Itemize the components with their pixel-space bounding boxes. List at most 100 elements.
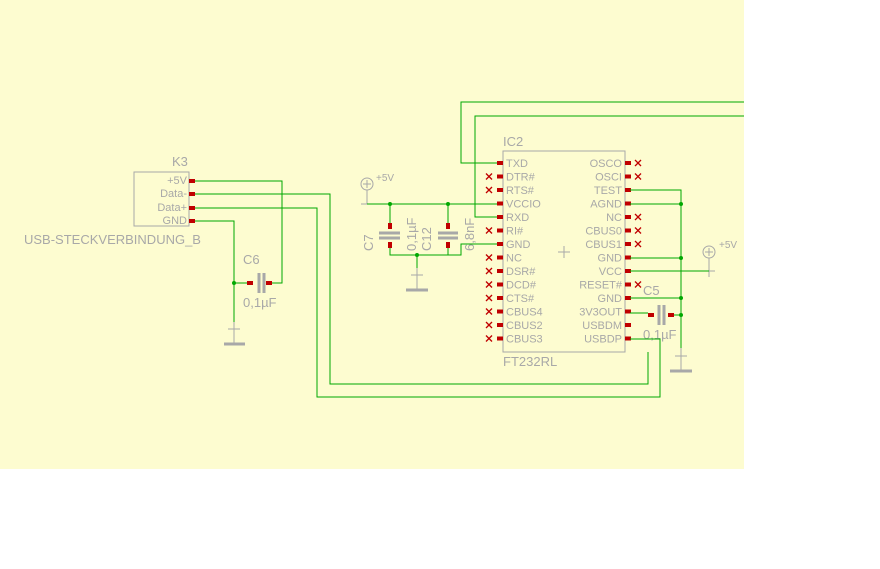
ic2-pin[interactable]: [625, 188, 631, 192]
ic2-pin[interactable]: [625, 255, 631, 260]
c7-pad-bottom: [388, 242, 392, 248]
ic2-pin[interactable]: [497, 309, 503, 314]
ic2-pin[interactable]: [625, 309, 631, 314]
ic2-pin[interactable]: [625, 296, 631, 300]
capacitor-c12[interactable]: C12 6,8nF: [419, 218, 477, 251]
ic2-pin[interactable]: [497, 269, 503, 273]
ic2-value: FT232RL: [503, 354, 557, 369]
nc-marker-icon: [485, 281, 493, 288]
ic2-pin-label: GND: [598, 293, 623, 305]
net-test-agnd-gnd: [630, 189, 682, 348]
ic2-pin[interactable]: [497, 296, 503, 300]
c6-pad-left: [247, 281, 253, 285]
ic2-pin[interactable]: [497, 215, 503, 219]
k3-pin[interactable]: [189, 192, 195, 196]
nc-marker-icon: [634, 213, 642, 221]
c7-pad-top: [388, 223, 392, 229]
capacitor-c5[interactable]: C5 0,1µF: [643, 283, 677, 342]
ic2-pin[interactable]: [497, 323, 503, 327]
ic2-pin[interactable]: [625, 215, 631, 219]
capacitor-c6[interactable]: C6 0,1µF: [243, 252, 277, 310]
ic2-pin[interactable]: [625, 282, 631, 287]
k3-body: [133, 171, 190, 227]
nc-marker-icon: [634, 173, 642, 180]
ic2-pin-label: RESET#: [579, 280, 623, 292]
c6-name: C6: [243, 252, 260, 267]
ic2-pin[interactable]: [497, 161, 503, 165]
k3-pin[interactable]: [189, 219, 195, 223]
ic2-pin-label: USBDP: [584, 334, 622, 346]
nc-marker-icon: [485, 186, 493, 194]
c5-name: C5: [643, 283, 660, 298]
nc-marker-icon: [485, 294, 493, 302]
ic2-pin[interactable]: [497, 242, 503, 246]
c5-pad-right: [668, 313, 674, 317]
ic2-pin[interactable]: [497, 255, 503, 260]
ic2-pin[interactable]: [497, 174, 503, 179]
ic2-pin-label: CBUS3: [506, 334, 543, 346]
k3-pin[interactable]: [189, 179, 195, 183]
k3-pin-label: +5V: [167, 175, 188, 187]
ic2-pin[interactable]: [625, 174, 631, 179]
nc-marker-icon: [485, 254, 493, 261]
nc-marker-icon: [634, 240, 642, 248]
ic2-pin-label: RTS#: [506, 185, 535, 197]
net-rxd-loop: [474, 115, 744, 218]
nc-marker-icon: [485, 173, 493, 180]
c6-pad-right: [266, 281, 272, 285]
ic2-pin[interactable]: [625, 336, 631, 341]
c12-pad-bottom: [446, 242, 450, 248]
ic2-pin-label: OSCI: [595, 172, 622, 184]
c6-value: 0,1µF: [243, 295, 277, 310]
ic2-pin-label: AGND: [590, 199, 622, 211]
ic2-pin[interactable]: [625, 161, 631, 165]
ic2-pin[interactable]: [497, 282, 503, 287]
k3-pin-label: Data+: [157, 202, 187, 214]
net-c7-gnd: [389, 243, 497, 256]
ic2-pin[interactable]: [625, 323, 631, 327]
ic2-pin[interactable]: [497, 188, 503, 192]
ic2-pin-label: CBUS0: [585, 226, 622, 238]
ic2-pin-label: TEST: [594, 185, 622, 197]
ic2-pin[interactable]: [497, 228, 503, 233]
nc-marker-icon: [485, 227, 493, 234]
c5-pad-left: [648, 313, 654, 317]
ic2-pin-label: DTR#: [506, 172, 536, 184]
nc-marker-icon: [485, 321, 493, 329]
sheet-background: [0, 0, 744, 469]
net-junctions: [232, 202, 683, 317]
k3-pin-label: GND: [163, 215, 188, 227]
c5-value: 0,1µF: [643, 327, 677, 342]
net-usb-gnd: [195, 220, 235, 322]
ic2-body: [502, 150, 626, 353]
ic2-pin-label: NC: [606, 212, 622, 224]
ic2-pin-label: USBDM: [582, 320, 622, 332]
ic2-pin[interactable]: [625, 228, 631, 233]
k3-pin[interactable]: [189, 206, 195, 210]
ic2-pin-label: GND: [598, 253, 623, 265]
c7-value: 0,1µF: [404, 217, 419, 251]
ic2-pin[interactable]: [625, 242, 631, 246]
ic2-pin[interactable]: [625, 201, 631, 206]
ic2-pin-label: 3V3OUT: [579, 307, 622, 319]
ic2-pin-label: CBUS1: [585, 239, 622, 251]
connector-k3[interactable]: K3 USB-STECKVERBINDUNG_B +5V Data- Data+…: [24, 154, 201, 247]
ic2-ft232rl[interactable]: IC2 FT232RL TXDDTR#RTS#VCCIORXDRI#GNDNCD…: [485, 134, 642, 369]
capacitor-c7[interactable]: C7 0,1µF: [361, 217, 419, 251]
net-usb-dplus: [195, 207, 661, 398]
ic2-name: IC2: [503, 134, 523, 149]
nets: [195, 101, 744, 398]
ic2-pin[interactable]: [497, 201, 503, 206]
ic2-pin-label: CBUS4: [506, 307, 543, 319]
ic2-pin[interactable]: [625, 269, 631, 273]
nc-marker-icon: [485, 335, 493, 342]
ic2-pin-label: RXD: [506, 212, 529, 224]
supply-label: +5V: [719, 240, 737, 251]
ic2-pin-label: NC: [506, 253, 522, 265]
ic2-pin[interactable]: [497, 336, 503, 341]
ic2-pin-label: CTS#: [506, 293, 535, 305]
ground-symbol-c6: [224, 322, 245, 346]
ground-symbol-c7: [406, 268, 428, 292]
ic2-pin-label: OSCO: [590, 158, 623, 170]
